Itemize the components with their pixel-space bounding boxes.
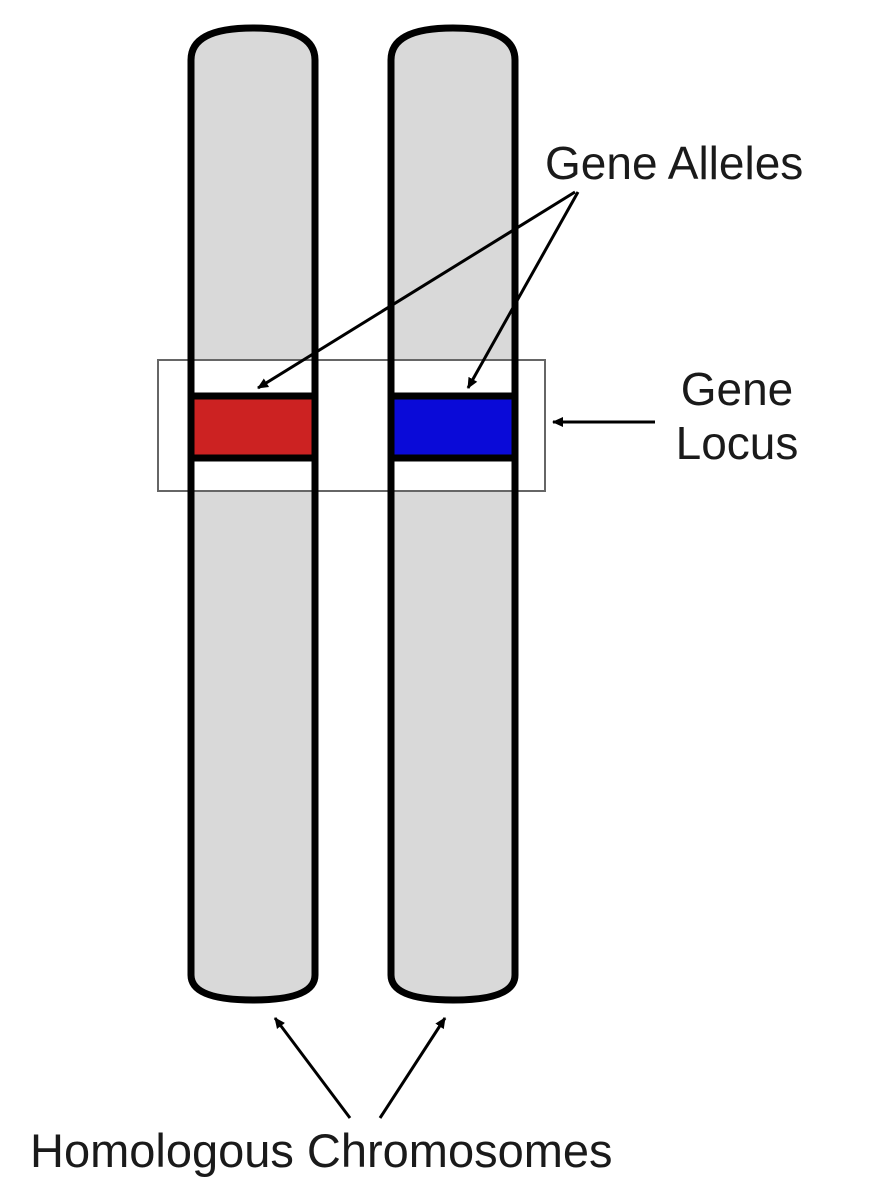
left-chromosome	[187, 24, 319, 1004]
homologous-chromosomes-label: Homologous Chromosomes	[30, 1124, 613, 1177]
right-chromosome	[387, 24, 519, 1004]
right-allele-band	[387, 392, 519, 462]
gene-locus-label: Gene Locus	[667, 362, 807, 470]
alleles-arrow-left	[257, 190, 576, 390]
gene-locus-label-line2: Locus	[675, 417, 799, 469]
gene-locus-label-line1: Gene	[680, 363, 794, 415]
homologous-arrow-right	[378, 1017, 447, 1119]
alleles-arrow-right	[466, 191, 580, 389]
left-allele-band	[187, 392, 319, 462]
gene-alleles-label: Gene Alleles	[545, 137, 804, 189]
homologous-arrow-left	[273, 1017, 352, 1119]
